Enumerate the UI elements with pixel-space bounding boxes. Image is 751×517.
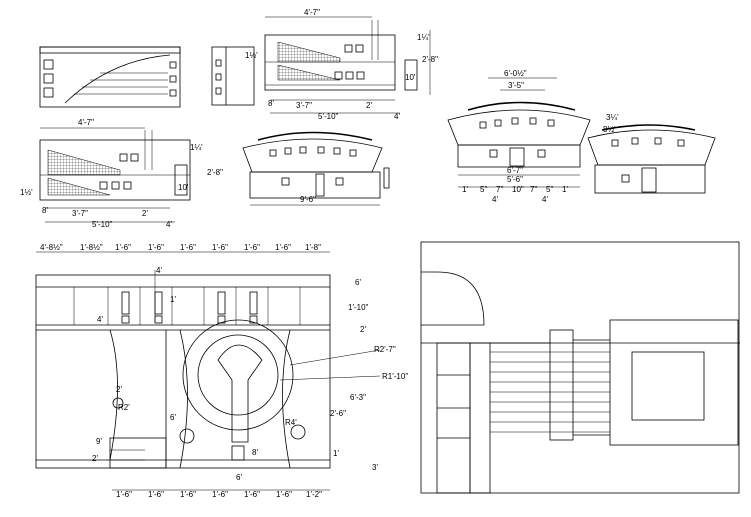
dim-8-half: 8½'	[603, 125, 616, 134]
dim-12-upper: 1½'	[245, 51, 258, 60]
top-dim-6: 1'-6"	[244, 243, 260, 252]
dim-9: 9'	[96, 437, 102, 446]
dim-small-b-upper: 2'	[366, 101, 372, 110]
dim-6-3: 6'-3"	[350, 393, 366, 402]
front-elevation: 4'-8½" 1'-8½" 1'-6" 1'-6" 1'-6" 1'-6" 1'…	[35, 243, 408, 499]
curved-elevation-right: 6'-0½" 3'-5" 6'-7" 5'-6" 1' 5" 7" 10" 7"…	[447, 69, 591, 204]
seg-7-a: 7"	[496, 185, 503, 194]
side-view-left	[39, 46, 181, 108]
dim-4-top: 4'	[156, 266, 162, 275]
top-dim-4: 1'-6"	[180, 243, 196, 252]
bottom-dim-0: 1'-6"	[116, 490, 132, 499]
seg-1-a: 1'	[462, 185, 468, 194]
curved-elevation-middle: 9'-6"	[242, 131, 390, 206]
dim-overall-a: 6'-0½"	[504, 69, 527, 78]
dim-2-left: 2'	[92, 454, 98, 463]
base-4-b: 4'	[542, 195, 548, 204]
top-dim-1: 1'-8½"	[80, 243, 103, 252]
bottom-dim-3: 1'-6"	[212, 490, 228, 499]
seg-5-b: 5"	[546, 185, 553, 194]
dim-1: 1'	[333, 449, 339, 458]
plan-view-lower: 4'-7" 3'-7" 2' 5'-10" 8' 4' 2'-8" 10' 1¼…	[20, 118, 223, 229]
dim-plan-width-lower: 4'-7"	[78, 118, 94, 127]
dim-7: 2'	[116, 385, 122, 394]
dim-overall-b: 3'-5"	[508, 81, 524, 90]
dim-overall-lower: 5'-10"	[92, 220, 113, 229]
plan-view-bed	[420, 241, 740, 494]
dim-8-lower: 8'	[42, 206, 48, 215]
bottom-dim-6: 1'-2"	[306, 490, 322, 499]
bottom-dim-5: 1'-6"	[276, 490, 292, 499]
dim-6-bottom: 6'	[236, 473, 242, 482]
dim-height-lower: 2'-8"	[207, 168, 223, 177]
radius-big: R2'-7"	[374, 345, 396, 354]
top-dim-2: 1'-6"	[115, 243, 131, 252]
bottom-dim-2: 1'-6"	[180, 490, 196, 499]
bottom-dim-1: 1'-6"	[148, 490, 164, 499]
dim-small-b-lower: 2'	[142, 209, 148, 218]
dim-8-upper: 8'	[268, 99, 274, 108]
dim-overall-d: 5'-6"	[507, 175, 523, 184]
dim-plan-width-upper: 4'-7"	[304, 8, 320, 17]
dim-elev-middle: 9'-6"	[300, 195, 316, 204]
label-8: 8'	[252, 448, 258, 457]
dim-3-1-4: 3¼'	[606, 113, 619, 122]
radius-2: R2'	[118, 403, 130, 412]
curved-elevation-small: 3¼' 8½'	[587, 113, 716, 194]
dim-10-upper: 10'	[405, 73, 416, 82]
dim-overall-c: 6'-7"	[507, 166, 523, 175]
base-4-a: 4'	[492, 195, 498, 204]
dim-small-a-upper: 3'-7"	[296, 101, 312, 110]
dim-3: 3'	[372, 463, 378, 472]
radius-small: R1'-10"	[382, 372, 408, 381]
dim-14-upper: 1¼'	[417, 33, 430, 42]
dim-right-2: 2'	[360, 325, 366, 334]
dim-2-6: 2'-6"	[330, 409, 346, 418]
dim-14-lower: 1¼'	[190, 143, 203, 152]
radius-4: R4'	[285, 418, 297, 427]
label-1: 1'	[170, 295, 176, 304]
dim-6-left: 6'	[170, 413, 176, 422]
top-dim-3: 1'-6"	[148, 243, 164, 252]
top-dim-5: 1'-6"	[212, 243, 228, 252]
dim-4-lower: 4'	[166, 220, 172, 229]
top-dim-7: 1'-6"	[275, 243, 291, 252]
plan-view-upper: 4'-7" 3'-7" 2' 5'-10" 8' 4' 2'-8" 10' 1¼…	[245, 8, 438, 121]
dim-right-top: 6'	[355, 278, 361, 287]
dim-12-lower: 1½'	[20, 188, 33, 197]
seg-10: 10"	[512, 185, 524, 194]
side-view-small	[211, 46, 255, 106]
dim-10-lower: 10'	[178, 183, 189, 192]
dim-4: 4'	[97, 315, 103, 324]
dim-overall-upper: 5'-10"	[318, 112, 339, 121]
seg-1-b: 1'	[562, 185, 568, 194]
top-dim-0: 4'-8½"	[40, 243, 63, 252]
dim-right-mid: 1'-10"	[348, 303, 369, 312]
dim-small-a-lower: 3'-7"	[72, 209, 88, 218]
seg-5-a: 5"	[480, 185, 487, 194]
bottom-dim-4: 1'-6"	[244, 490, 260, 499]
seg-7-b: 7"	[530, 185, 537, 194]
dim-4-upper: 4'	[394, 112, 400, 121]
top-dim-8: 1'-8"	[305, 243, 321, 252]
